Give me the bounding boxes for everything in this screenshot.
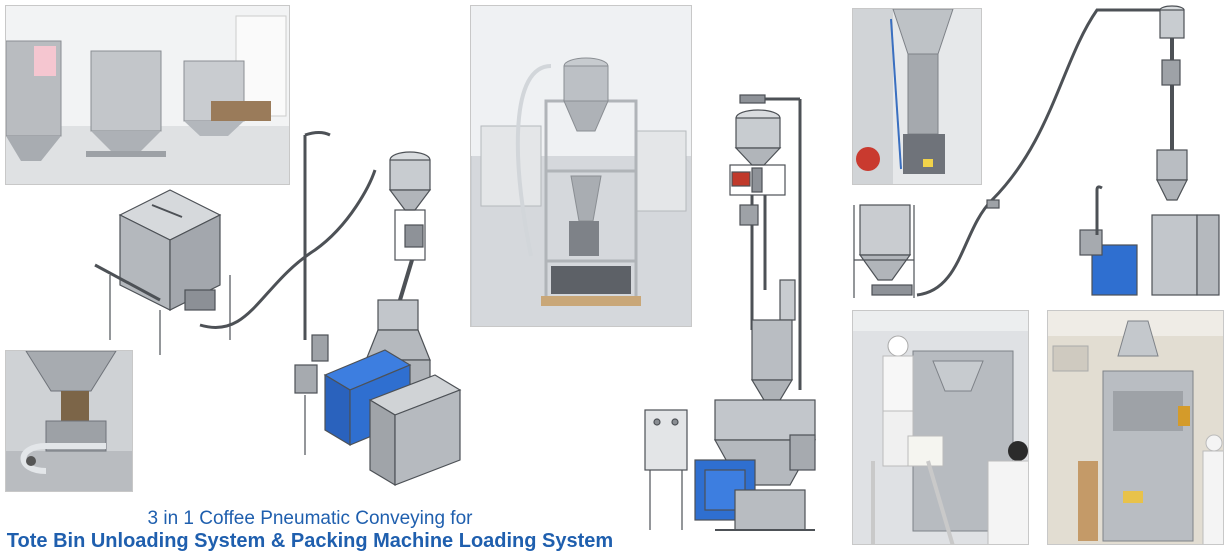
caption-line-1: 3 in 1 Coffee Pneumatic Conveying for bbox=[147, 508, 473, 529]
isometric-tote-bin-unloading-system bbox=[90, 125, 470, 495]
photo-operator-loading bbox=[852, 310, 1029, 545]
photo-hopper-closeup bbox=[852, 8, 982, 185]
photo-packing-machine bbox=[1047, 310, 1224, 545]
photo-pneumatic-conveyor-frame bbox=[470, 5, 692, 327]
caption-line-2: Tote Bin Unloading System & Packing Mach… bbox=[6, 530, 614, 552]
side-view-tote-bin-line bbox=[852, 0, 1224, 300]
front-view-packing-machine-loading bbox=[640, 90, 825, 545]
photo-discharge-closeup bbox=[5, 350, 133, 492]
photo-tote-bins-warehouse bbox=[5, 5, 290, 185]
